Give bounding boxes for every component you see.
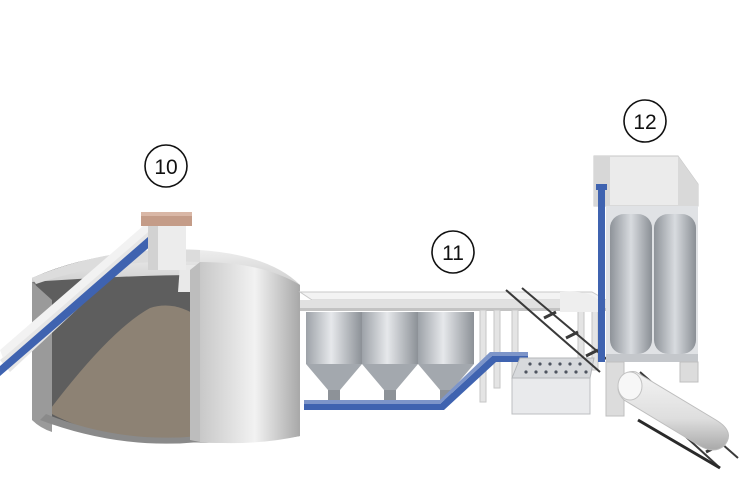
callout-label-10: 10 — [154, 156, 177, 179]
collecting-conveyor — [304, 356, 528, 410]
silo-left — [610, 214, 652, 354]
silo-loading-station — [593, 155, 739, 470]
bucket-elevator — [598, 186, 605, 362]
bin-gallery — [298, 287, 611, 415]
callout-12: 12 — [623, 99, 667, 143]
conveyor-head-tower — [141, 212, 192, 270]
hopper-bin-1 — [306, 312, 362, 400]
rail-tank-car — [617, 371, 729, 470]
hopper-bin-2 — [362, 312, 418, 400]
screening-unit — [511, 357, 595, 415]
callout-label-12: 12 — [633, 111, 656, 134]
callout-10: 10 — [144, 144, 188, 188]
callout-label-11: 11 — [442, 242, 464, 265]
storage-dome — [0, 212, 300, 444]
silo-right — [654, 214, 696, 354]
hopper-bin-3 — [418, 312, 474, 400]
material-stockpile — [48, 305, 200, 441]
callout-11: 11 — [431, 230, 475, 274]
